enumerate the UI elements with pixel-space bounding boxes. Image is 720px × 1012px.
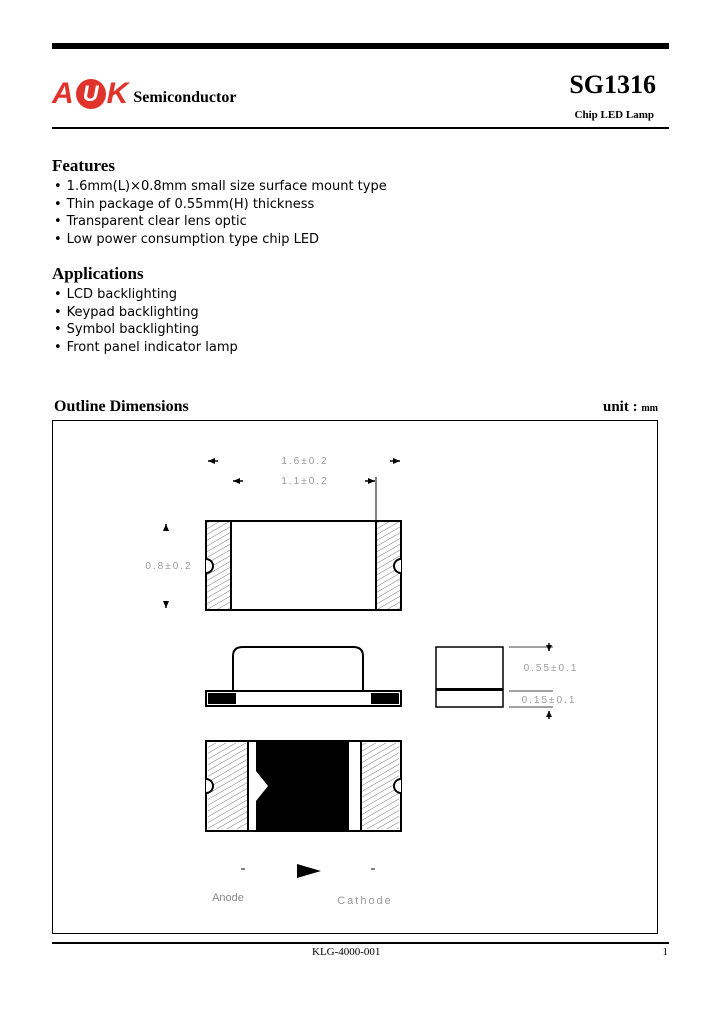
dim-base: 0.15±0.1 — [522, 695, 577, 706]
anode-label: Anode — [212, 892, 244, 904]
led-side-view — [205, 646, 402, 707]
unit-label: unit : mm — [603, 399, 658, 416]
width-dimension: 0.8±0.2 — [145, 524, 192, 608]
led-bottom-view — [205, 740, 402, 832]
product-subtitle: Chip LED Lamp — [574, 109, 654, 121]
features-heading: Features — [52, 156, 115, 175]
applications-heading: Applications — [52, 264, 144, 283]
dim-inner-length: 1.1±0.2 — [281, 476, 328, 487]
feature-item: Low power consumption type chip LED — [54, 231, 387, 249]
logo-letter-a: A — [52, 77, 74, 110]
document-number: KLG-4000-001 — [312, 946, 381, 958]
dim-width: 0.8±0.2 — [145, 561, 192, 572]
application-item: Front panel indicator lamp — [54, 339, 238, 357]
application-item: Keypad backlighting — [54, 304, 238, 322]
diode-arrow-icon — [297, 864, 321, 878]
applications-list: LCD backlighting Keypad backlighting Sym… — [54, 286, 238, 356]
footer-rule — [52, 942, 669, 944]
length-dimension: 1.6±0.2 1.1±0.2 — [208, 456, 400, 521]
company-logo: A U K Semiconductor — [52, 76, 236, 112]
page-number: 1 — [662, 946, 669, 958]
height-dimension: 0.55±0.1 0.15±0.1 — [509, 643, 579, 719]
model-number: SG1316 — [569, 70, 656, 99]
unit-value: mm — [641, 403, 658, 414]
cathode-label: Cathode — [337, 895, 393, 907]
dim-height: 0.55±0.1 — [524, 663, 579, 674]
logo-letter-u: U — [75, 79, 106, 109]
company-name: Semiconductor — [133, 89, 237, 106]
top-rule — [52, 43, 669, 49]
header-rule — [52, 127, 669, 129]
unit-label-text: unit : — [602, 399, 638, 415]
features-list: 1.6mm(L)×0.8mm small size surface mount … — [54, 178, 387, 248]
logo-letter-k: K — [106, 77, 129, 110]
feature-item: Thin package of 0.55mm(H) thickness — [54, 196, 387, 214]
dim-total-length: 1.6±0.2 — [281, 456, 328, 467]
outline-drawing: 1.6±0.2 1.1±0.2 0.8±0.2 — [145, 456, 579, 907]
outline-dimensions-heading: Outline Dimensions — [54, 398, 189, 415]
led-top-view — [205, 520, 402, 611]
polarity-indicator: Anode Cathode — [212, 864, 393, 907]
outline-drawing-frame: 1.6±0.2 1.1±0.2 0.8±0.2 — [52, 420, 658, 934]
feature-item: 1.6mm(L)×0.8mm small size surface mount … — [54, 178, 387, 196]
led-end-view — [435, 646, 504, 708]
application-item: LCD backlighting — [54, 286, 238, 304]
application-item: Symbol backlighting — [54, 321, 238, 339]
feature-item: Transparent clear lens optic — [54, 213, 387, 231]
